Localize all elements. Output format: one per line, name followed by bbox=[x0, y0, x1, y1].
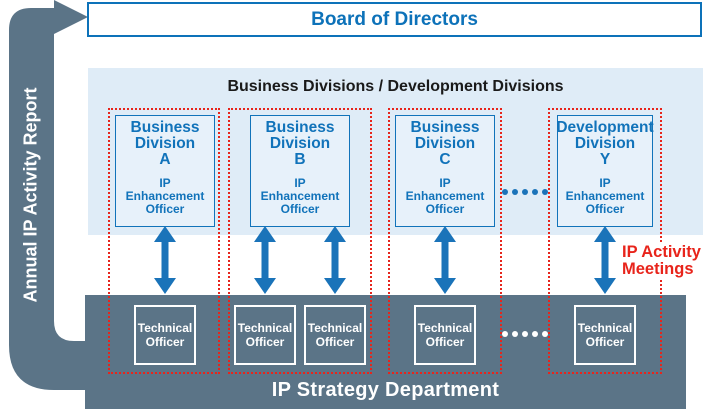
bidirectional-arrow-y bbox=[594, 226, 616, 294]
bidirectional-arrow-c bbox=[434, 226, 456, 294]
technical-officer-box-a: Technical Officer bbox=[134, 305, 196, 365]
board-of-directors-box: Board of Directors bbox=[87, 2, 702, 37]
division-box-b: Business Division B IP Enhancement Offic… bbox=[250, 115, 350, 227]
division-group-b-outline bbox=[228, 108, 372, 374]
technical-officer-label: Technical Officer bbox=[137, 321, 193, 349]
technical-officer-label: Technical Officer bbox=[417, 321, 473, 349]
annual-report-arrow-label: Annual IP Activity Report bbox=[20, 87, 41, 303]
technical-officer-label: Technical Officer bbox=[307, 321, 363, 349]
ellipsis-dots-divisions-icon bbox=[502, 189, 548, 195]
technical-officer-label: Technical Officer bbox=[577, 321, 633, 349]
bidirectional-arrow-b2 bbox=[324, 226, 346, 294]
division-box-a: Business Division A IP Enhancement Offic… bbox=[115, 115, 215, 227]
technical-officer-label: Technical Officer bbox=[237, 321, 293, 349]
division-y-officer-label: IP Enhancement Officer bbox=[565, 176, 645, 216]
division-b-officer-label: IP Enhancement Officer bbox=[260, 176, 340, 216]
bidirectional-arrow-b1 bbox=[254, 226, 276, 294]
technical-officer-box-b2: Technical Officer bbox=[304, 305, 366, 365]
annual-report-arrow bbox=[9, 0, 88, 390]
ellipsis-dots-officers-icon bbox=[502, 331, 548, 337]
division-box-y: Development Division Y IP Enhancement Of… bbox=[556, 115, 654, 227]
division-c-officer-label: IP Enhancement Officer bbox=[405, 176, 485, 216]
division-box-c: Business Division C IP Enhancement Offic… bbox=[395, 115, 495, 227]
technical-officer-box-y: Technical Officer bbox=[574, 305, 636, 365]
ip-strategy-department-box: IP Strategy Department bbox=[85, 295, 686, 409]
division-group-c-outline bbox=[388, 108, 502, 374]
technical-officer-box-c: Technical Officer bbox=[414, 305, 476, 365]
division-b-name: Business Division B bbox=[265, 119, 335, 168]
ip-strategy-department-title: IP Strategy Department bbox=[271, 379, 500, 401]
ip-activity-meetings-label: IP Activity Meetings bbox=[620, 243, 703, 279]
division-c-name: Business Division C bbox=[410, 119, 480, 168]
board-of-directors-title: Board of Directors bbox=[311, 8, 478, 30]
divisions-panel-title: Business Divisions / Development Divisio… bbox=[227, 78, 564, 95]
division-a-name: Business Division A bbox=[130, 119, 200, 168]
technical-officer-box-b1: Technical Officer bbox=[234, 305, 296, 365]
bidirectional-arrow-a bbox=[154, 226, 176, 294]
division-y-name: Development Division Y bbox=[556, 119, 654, 168]
division-group-y-outline bbox=[548, 108, 662, 374]
division-a-officer-label: IP Enhancement Officer bbox=[125, 176, 205, 216]
division-group-a-outline bbox=[108, 108, 220, 374]
